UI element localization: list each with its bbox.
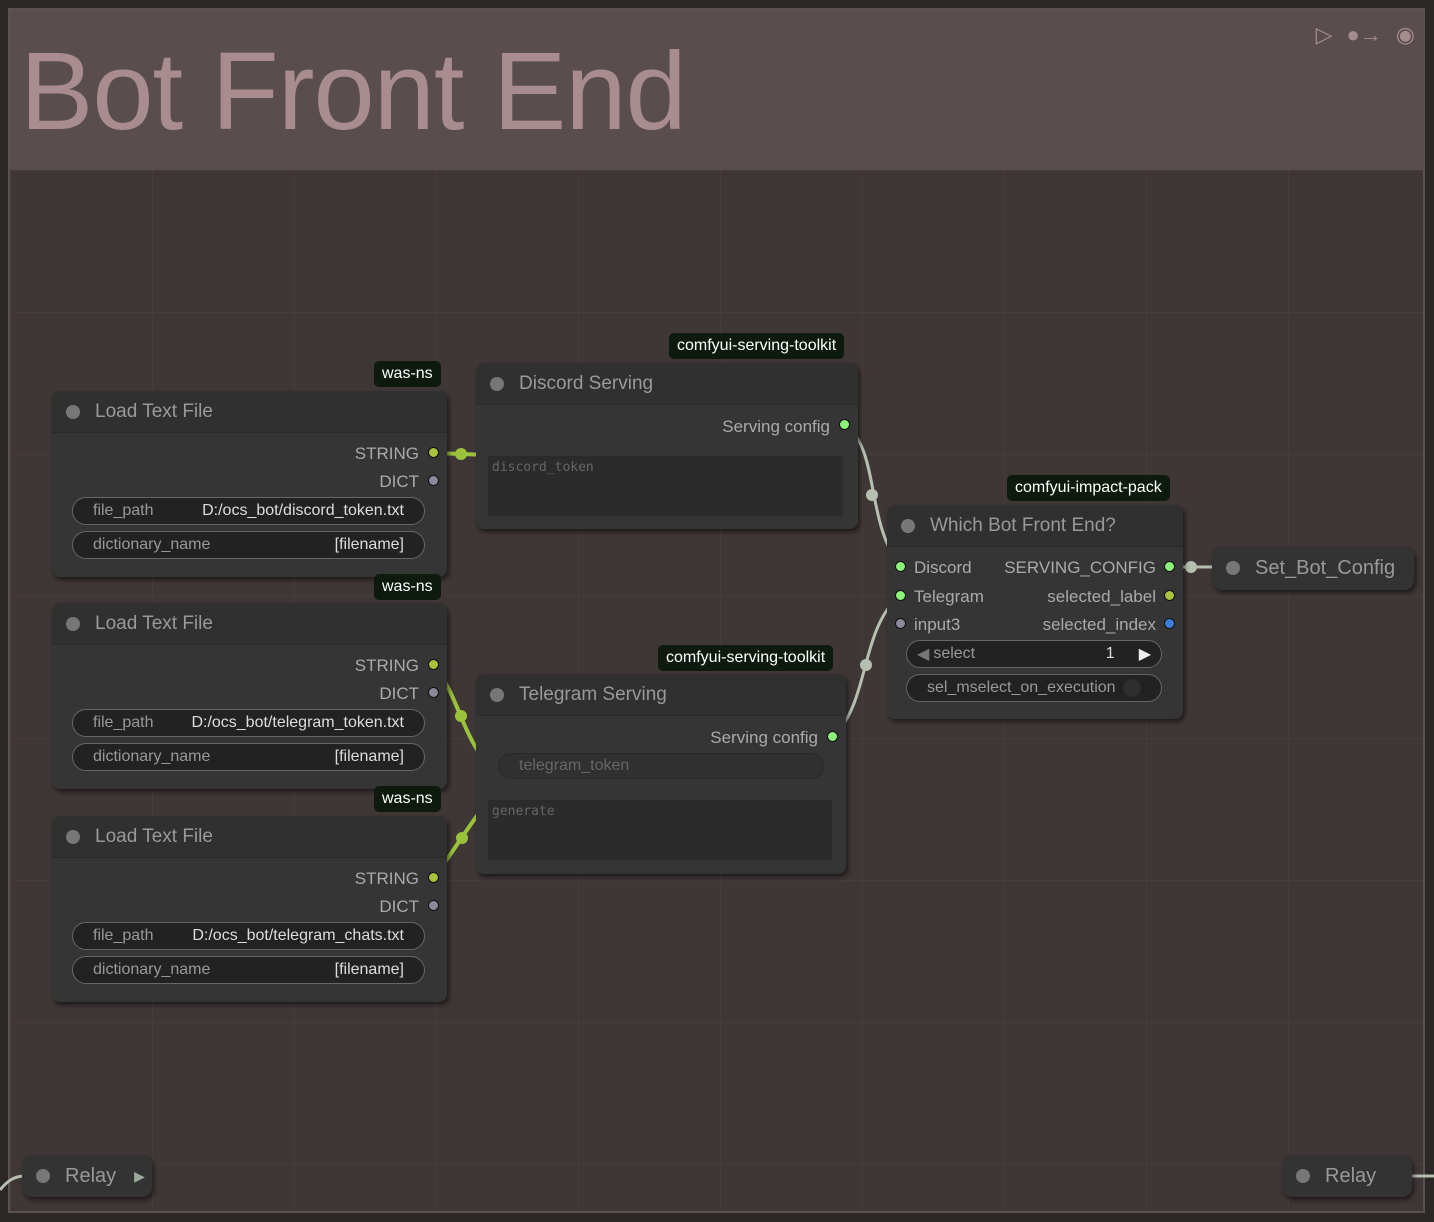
node-title: Telegram Serving	[519, 683, 667, 705]
collapse-dot[interactable]	[1226, 561, 1240, 575]
output-selected-label: selected_label	[1047, 587, 1156, 606]
collapse-dot[interactable]	[36, 1169, 50, 1183]
discord-token-textarea[interactable]: discord_token	[488, 456, 843, 516]
node-title: Load Text File	[95, 825, 213, 847]
group-title: Bot Front End	[20, 30, 687, 153]
node-title: Which Bot Front End?	[930, 514, 1116, 536]
node-title: Discord Serving	[519, 372, 654, 394]
input-discord-socket[interactable]	[895, 561, 906, 572]
node-badge: comfyui-serving-toolkit	[658, 645, 834, 671]
output-serving-config-socket[interactable]	[839, 419, 850, 430]
widget-value: 1	[1105, 645, 1115, 662]
decrement-arrow-icon[interactable]: ◀	[917, 646, 930, 663]
node-badge: was-ns	[374, 361, 441, 387]
widget-label: sel_mselect_on_execution	[927, 679, 1116, 696]
collapse-dot[interactable]	[490, 687, 504, 702]
collapse-dot[interactable]	[66, 829, 80, 844]
widget-label: file_path	[93, 502, 154, 519]
output-serving-config-socket[interactable]	[1164, 561, 1175, 572]
set-bot-config-node[interactable]: Set_Bot_Config	[1212, 546, 1414, 590]
output-arrow-icon[interactable]: ▶	[134, 1167, 145, 1184]
widget-label: dictionary_name	[93, 961, 211, 978]
widget-value: D:/ocs_bot/discord_token.txt	[202, 502, 404, 519]
file-path-widget[interactable]: file_path D:/ocs_bot/telegram_token.txt	[72, 709, 425, 737]
widget-label: file_path	[93, 927, 154, 944]
output-dict-socket[interactable]	[428, 900, 439, 911]
sel-mode-toggle[interactable]: sel_mselect_on_execution	[906, 674, 1162, 702]
output-selected-label-socket[interactable]	[1164, 590, 1175, 601]
widget-value: [filename]	[334, 536, 404, 553]
output-dict: DICT	[379, 684, 419, 703]
increment-arrow-icon[interactable]: ▶	[1138, 646, 1151, 663]
widget-value: D:/ocs_bot/telegram_token.txt	[191, 714, 404, 731]
telegram-token-input[interactable]: telegram_token	[498, 753, 824, 779]
input-telegram-socket[interactable]	[895, 590, 906, 601]
node-title: Relay	[65, 1164, 117, 1187]
input-telegram: Telegram	[914, 587, 984, 606]
output-selected-index-socket[interactable]	[1164, 618, 1175, 629]
input3: input3	[914, 615, 961, 634]
relay-node-right[interactable]: Relay	[1282, 1155, 1412, 1197]
output-dict-socket[interactable]	[428, 475, 439, 486]
toggle-knob[interactable]	[1123, 679, 1141, 697]
link-icon[interactable]: ●→	[1346, 22, 1382, 47]
output-serving-config: SERVING_CONFIG	[1004, 558, 1156, 577]
output-string: STRING	[354, 869, 419, 888]
input-discord: Discord	[914, 558, 972, 577]
widget-value: [filename]	[334, 961, 404, 978]
node-badge: was-ns	[374, 574, 441, 600]
play-icon[interactable]: ▷	[1315, 22, 1333, 47]
collapse-dot[interactable]	[1296, 1169, 1310, 1183]
collapse-dot[interactable]	[901, 518, 915, 533]
widget-label: file_path	[93, 714, 154, 731]
output-string-socket[interactable]	[428, 447, 439, 458]
widget-label: dictionary_name	[93, 748, 211, 765]
collapse-dot[interactable]	[490, 376, 504, 391]
output-selected-index: selected_index	[1042, 615, 1156, 634]
output-serving-config: Serving config	[722, 417, 830, 436]
dictionary-name-widget[interactable]: dictionary_name [filename]	[72, 743, 425, 771]
collapse-dot[interactable]	[66, 616, 80, 631]
output-serving-config-socket[interactable]	[827, 731, 838, 742]
widget-label: telegram_token	[519, 757, 630, 774]
node-badge: was-ns	[374, 786, 441, 812]
output-serving-config: Serving config	[710, 728, 818, 747]
dictionary-name-widget[interactable]: dictionary_name [filename]	[72, 531, 425, 559]
node-badge: comfyui-impact-pack	[1007, 475, 1170, 501]
dictionary-name-widget[interactable]: dictionary_name [filename]	[72, 956, 425, 984]
relay-node-left[interactable]: Relay ▶	[22, 1155, 152, 1197]
output-dict-socket[interactable]	[428, 687, 439, 698]
output-string: STRING	[354, 444, 419, 463]
output-dict: DICT	[379, 897, 419, 916]
widget-label: select	[933, 645, 976, 662]
node-title: Set_Bot_Config	[1255, 556, 1396, 579]
eye-icon[interactable]: ◉	[1395, 22, 1415, 47]
output-string-socket[interactable]	[428, 872, 439, 883]
collapse-dot[interactable]	[66, 404, 80, 419]
file-path-widget[interactable]: file_path D:/ocs_bot/discord_token.txt	[72, 497, 425, 525]
node-title: Relay	[1325, 1164, 1377, 1187]
node-title: Load Text File	[95, 400, 213, 422]
file-path-widget[interactable]: file_path D:/ocs_bot/telegram_chats.txt	[72, 922, 425, 950]
node-title: Load Text File	[95, 612, 213, 634]
select-widget[interactable]: ◀ select 1 ▶	[906, 640, 1162, 668]
widget-value: [filename]	[334, 748, 404, 765]
node-badge: comfyui-serving-toolkit	[669, 333, 845, 359]
output-string-socket[interactable]	[428, 659, 439, 670]
output-string: STRING	[354, 656, 419, 675]
input3-socket[interactable]	[895, 618, 906, 629]
group-header[interactable]: Bot Front End ▷ ●→ ◉	[10, 10, 1423, 170]
generate-textarea[interactable]: generate	[488, 800, 832, 860]
output-dict: DICT	[379, 472, 419, 491]
widget-value: D:/ocs_bot/telegram_chats.txt	[192, 927, 404, 944]
widget-label: dictionary_name	[93, 536, 211, 553]
